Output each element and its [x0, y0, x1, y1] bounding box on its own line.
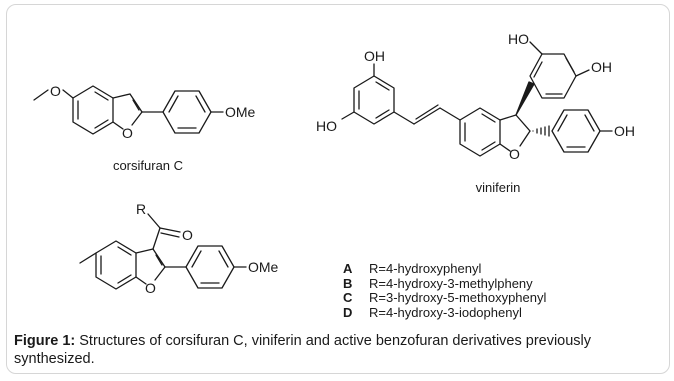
viniferin-phenol-hydroxyl: OH [614, 123, 635, 139]
viniferin-upper-hydroxyl-left: HO [508, 31, 529, 47]
viniferin-structure: OH HO O HO OH [316, 31, 635, 162]
corsifuran-ring-oxygen: O [122, 125, 133, 141]
corsifuran-methoxy-label: OMe [225, 104, 256, 120]
derivative-r-group-label: R [136, 201, 146, 217]
derivative-legend: A R=4-hydroxyphenyl B R=4-hydroxy-3-meth… [343, 261, 547, 321]
viniferin-name: viniferin [476, 180, 521, 195]
derivative-ring-oxygen: O [145, 280, 156, 296]
chemical-structures: O O OMe corsifuran C OH HO [33, 31, 635, 296]
legend-row-b: B R=4-hydroxy-3-methylpheny [343, 275, 546, 292]
legend-text: R=4-hydroxy-3-methylpheny [369, 275, 533, 291]
legend-text: R=3-hydroxy-5-methoxyphenyl [369, 290, 547, 305]
viniferin-ring-oxygen: O [509, 146, 520, 162]
corsifuran-c-name: corsifuran C [113, 158, 183, 173]
legend-key: B [343, 275, 353, 291]
legend-key: A [343, 261, 353, 276]
legend-text: R=4-hydroxyphenyl [369, 261, 482, 276]
legend-row-c: C R=3-hydroxy-5-methoxyphenyl [343, 290, 547, 306]
figure-panel [6, 4, 670, 374]
legend-row-d: D R=4-hydroxy-3-iodophenyl [343, 304, 546, 321]
viniferin-upper-hydroxyl-right: OH [591, 59, 612, 75]
legend-row-a: A R=4-hydroxyphenyl [343, 261, 546, 277]
legend-key: C [343, 290, 353, 305]
figure-caption: Figure 1: Structures of corsifuran C, vi… [14, 332, 664, 368]
benzofuran-derivative-structure: O R O OMe [79, 201, 279, 296]
corsifuran-methoxy-oxygen: O [50, 83, 61, 99]
derivative-carbonyl-oxygen: O [182, 227, 193, 243]
corsifuran-c-structure: O O OMe [33, 83, 256, 141]
legend-key: D [343, 304, 353, 320]
viniferin-left-hydroxyl: HO [316, 118, 337, 134]
caption-text: Structures of corsifuran C, viniferin an… [14, 333, 592, 367]
derivative-methoxy-label: OMe [248, 259, 279, 275]
legend-text: R=4-hydroxy-3-iodophenyl [369, 304, 522, 320]
viniferin-top-hydroxyl: OH [364, 48, 385, 64]
caption-label: Figure 1: [14, 333, 76, 349]
